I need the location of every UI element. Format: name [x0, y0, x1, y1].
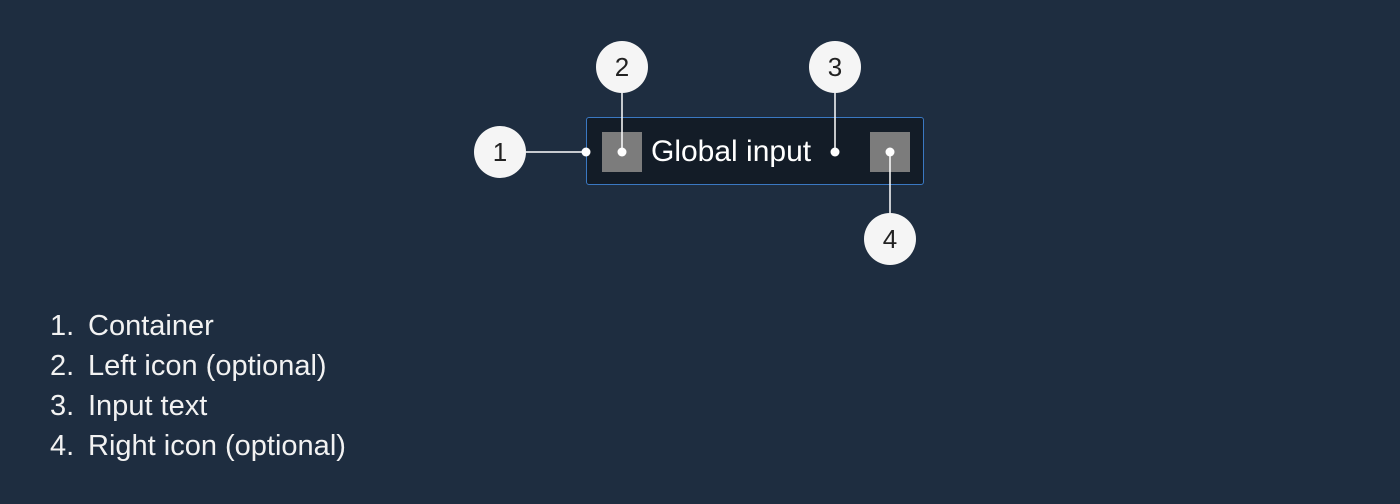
callout-marker-3: 3 [809, 41, 861, 93]
legend-number: 2. [50, 350, 75, 382]
anatomy-legend: 1. Container 2. Left icon (optional) 3. Inp… [50, 306, 346, 466]
legend-label: Left icon (optional) [88, 350, 327, 382]
input-text: Global input [651, 135, 812, 168]
legend-item: 3. Input text [50, 386, 346, 426]
legend-number: 4. [50, 430, 75, 462]
callout-marker-1: 1 [474, 126, 526, 178]
right-icon-placeholder-icon [870, 132, 910, 172]
callout-marker-2: 2 [596, 41, 648, 93]
callout-marker-4: 4 [864, 213, 916, 265]
legend-number: 3. [50, 390, 75, 422]
anatomy-diagram: Global input 1 2 3 4 [474, 41, 924, 265]
legend-item: 4. Right icon (optional) [50, 426, 346, 466]
left-icon-placeholder-icon [602, 132, 642, 172]
legend-number: 1. [50, 310, 75, 342]
legend-item: 1. Container [50, 306, 346, 346]
legend-label: Container [88, 310, 214, 342]
global-input-container[interactable] [586, 117, 924, 185]
legend-label: Right icon (optional) [88, 430, 346, 462]
legend-item: 2. Left icon (optional) [50, 346, 346, 386]
legend-label: Input text [88, 390, 208, 422]
